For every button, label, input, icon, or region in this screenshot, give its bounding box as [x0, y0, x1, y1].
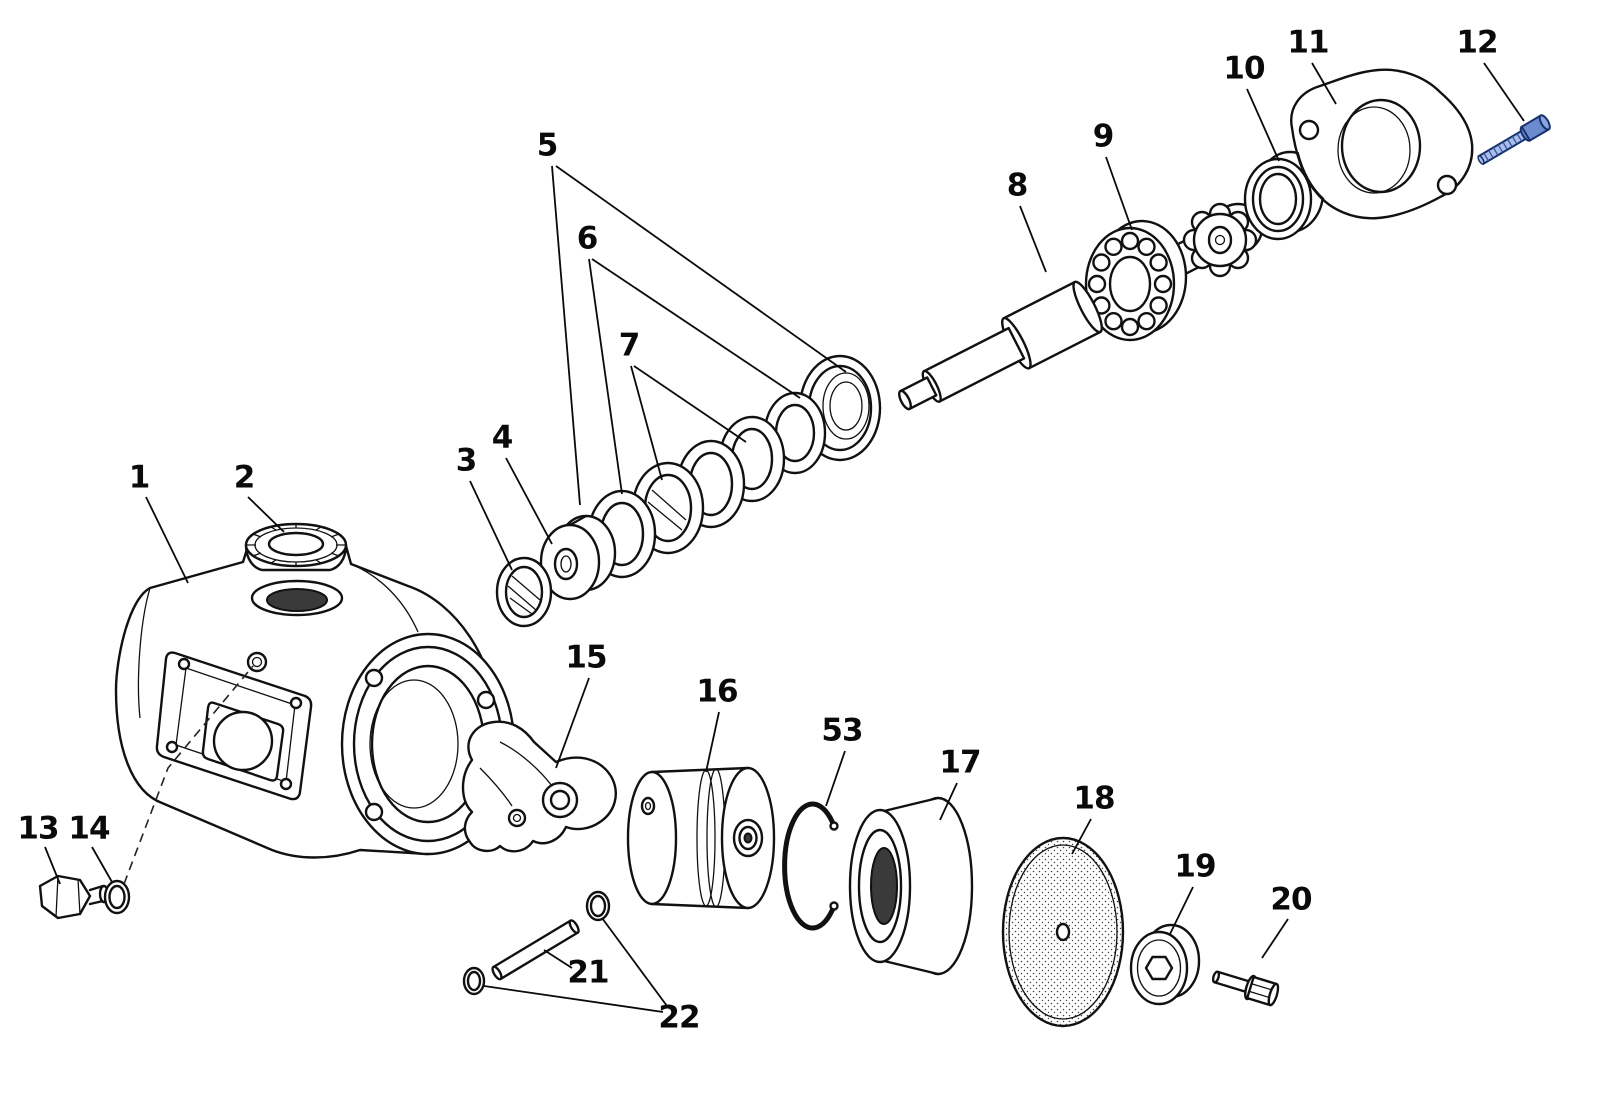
part-22-rings	[462, 890, 611, 996]
part-18-diaphragm	[1001, 836, 1125, 1028]
part-label-4: 4	[491, 419, 514, 456]
part-label-2: 2	[233, 459, 256, 496]
part-20-screw	[1211, 970, 1280, 1007]
part-label-5: 5	[536, 127, 559, 164]
part-11-flange	[1290, 68, 1474, 220]
part-21-pin	[491, 919, 580, 981]
part-10-seal-ring	[1243, 150, 1325, 241]
part-label-19: 19	[1174, 848, 1216, 885]
assembly-axis-dash-line	[123, 665, 254, 885]
part-label-16: 16	[696, 673, 738, 710]
part-1-housing	[114, 534, 516, 859]
part-19-retainer	[1129, 923, 1201, 1006]
part-label-3: 3	[455, 442, 478, 479]
part-8-shaft	[898, 280, 1104, 411]
part-9-bearing	[1084, 219, 1188, 342]
part-label-17: 17	[939, 744, 981, 781]
part-label-1: 1	[128, 459, 151, 496]
part-label-14: 14	[68, 810, 110, 847]
part-12-screw-highlighted	[1477, 114, 1551, 166]
part-17-cup-seal	[848, 796, 974, 976]
part-label-10: 10	[1223, 50, 1265, 87]
part-label-13: 13	[17, 810, 59, 847]
part-4-bushing	[539, 514, 617, 601]
part-14-washer	[103, 879, 131, 915]
part-3-gland	[495, 556, 553, 628]
part-label-20: 20	[1270, 881, 1312, 918]
part-label-12: 12	[1456, 24, 1498, 61]
leader-lines	[44, 62, 1525, 1013]
part-label-7: 7	[618, 327, 641, 364]
part-label-21: 21	[567, 954, 609, 991]
part-2-cap	[244, 522, 348, 572]
part-15-lever	[461, 720, 617, 853]
part-label-22: 22	[658, 999, 700, 1036]
seal-ring-stack	[587, 354, 882, 579]
part-13-plug	[38, 874, 110, 920]
part-label-53: 53	[821, 712, 863, 749]
shaft-spline-end-icon	[1182, 202, 1264, 278]
part-16-piston	[626, 766, 776, 910]
part-53-circlip	[782, 801, 839, 931]
part-label-9: 9	[1092, 118, 1115, 155]
part-label-15: 15	[565, 639, 607, 676]
part-label-6: 6	[576, 220, 599, 257]
part-label-18: 18	[1073, 780, 1115, 817]
part-label-8: 8	[1006, 167, 1029, 204]
part-label-11: 11	[1287, 24, 1329, 61]
